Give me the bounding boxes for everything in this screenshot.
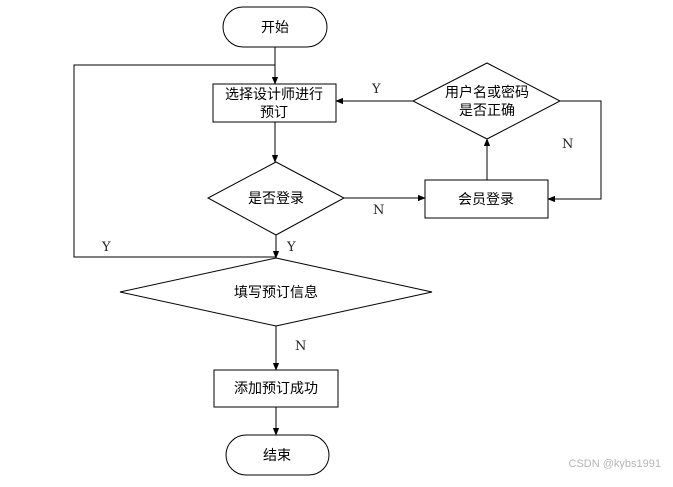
add-success-label: 添加预订成功 <box>234 381 318 397</box>
fill-info-label: 填写预订信息 <box>234 284 318 301</box>
start-label: 开始 <box>261 20 289 36</box>
label-fill-no: N <box>295 339 306 354</box>
edge-loop-to-fill-info <box>73 64 276 258</box>
label-login-no: N <box>373 203 384 218</box>
label-login-yes: Y <box>286 240 296 255</box>
edge-check-credentials-no-to-member-login <box>547 100 602 203</box>
check-credentials-label-line1: 用户名或密码 <box>445 84 529 101</box>
is-logged-in-label: 是否登录 <box>248 191 304 207</box>
select-designer-label-line1: 选择设计师进行 <box>225 87 323 103</box>
select-designer-label-line2: 预订 <box>260 105 288 121</box>
select-designer-node <box>212 83 337 123</box>
label-loop-yes: Y <box>101 240 111 255</box>
end-label: 结束 <box>263 448 291 464</box>
watermark: CSDN @kybs1991 <box>568 458 661 470</box>
label-credentials-yes: Y <box>371 82 381 97</box>
check-credentials-decision <box>411 62 562 140</box>
check-credentials-label-line2: 是否正确 <box>459 103 515 119</box>
member-login-label: 会员登录 <box>458 192 514 208</box>
label-credentials-no: N <box>562 137 573 152</box>
